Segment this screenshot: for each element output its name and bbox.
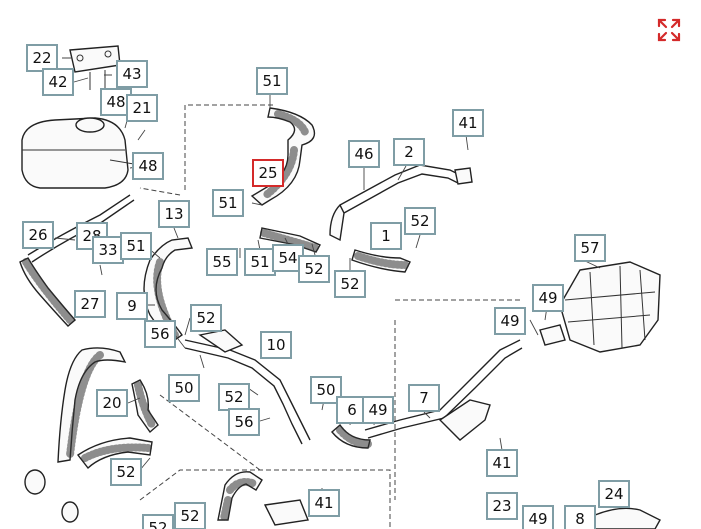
callout-56[interactable]: 56 [228, 408, 260, 436]
callout-10[interactable]: 10 [260, 331, 292, 359]
expand-icon[interactable] [655, 16, 683, 44]
hose-1 [351, 249, 411, 273]
callout-49[interactable]: 49 [532, 284, 564, 312]
callout-50[interactable]: 50 [310, 376, 342, 404]
callout-52[interactable]: 52 [174, 502, 206, 529]
callout-57[interactable]: 57 [574, 234, 606, 262]
callout-27[interactable]: 27 [74, 290, 106, 318]
callout-13[interactable]: 13 [158, 200, 190, 228]
callout-52[interactable]: 52 [298, 255, 330, 283]
callout-33[interactable]: 33 [92, 236, 124, 264]
hose-20 [57, 347, 159, 470]
hose-25 [250, 107, 316, 206]
callout-52[interactable]: 52 [334, 270, 366, 298]
lower-parts [24, 469, 661, 529]
callout-46[interactable]: 46 [348, 140, 380, 168]
callout-49[interactable]: 49 [522, 505, 554, 529]
expansion-tank [21, 117, 141, 189]
callout-52[interactable]: 52 [218, 383, 250, 411]
heater-box [539, 261, 661, 353]
callout-48[interactable]: 48 [100, 88, 132, 116]
callout-51[interactable]: 51 [212, 189, 244, 217]
callout-51[interactable]: 51 [120, 232, 152, 260]
callout-1[interactable]: 1 [370, 222, 402, 250]
dashed-frame [139, 104, 520, 529]
callout-8[interactable]: 8 [564, 505, 596, 529]
callout-49[interactable]: 49 [494, 307, 526, 335]
callout-55[interactable]: 55 [206, 248, 238, 276]
callout-25[interactable]: 25 [252, 159, 284, 187]
callout-49[interactable]: 49 [362, 396, 394, 424]
callout-52[interactable]: 52 [110, 458, 142, 486]
callout-7[interactable]: 7 [408, 384, 440, 412]
callout-43[interactable]: 43 [116, 60, 148, 88]
callout-26[interactable]: 26 [22, 221, 54, 249]
callout-48[interactable]: 48 [132, 152, 164, 180]
callout-52[interactable]: 52 [190, 304, 222, 332]
callout-21[interactable]: 21 [126, 94, 158, 122]
callout-51[interactable]: 51 [256, 67, 288, 95]
callout-41[interactable]: 41 [452, 109, 484, 137]
callout-23[interactable]: 23 [486, 492, 518, 520]
callout-50[interactable]: 50 [168, 374, 200, 402]
callout-41[interactable]: 41 [308, 489, 340, 517]
callout-56[interactable]: 56 [144, 320, 176, 348]
callout-52[interactable]: 52 [142, 514, 174, 529]
pipe-7 [331, 339, 523, 449]
callout-52[interactable]: 52 [404, 207, 436, 235]
callout-24[interactable]: 24 [598, 480, 630, 508]
callout-2[interactable]: 2 [393, 138, 425, 166]
callout-51[interactable]: 51 [244, 248, 276, 276]
callout-9[interactable]: 9 [116, 292, 148, 320]
callout-20[interactable]: 20 [96, 389, 128, 417]
callout-42[interactable]: 42 [42, 68, 74, 96]
callout-41[interactable]: 41 [486, 449, 518, 477]
hose-54 [259, 227, 321, 253]
